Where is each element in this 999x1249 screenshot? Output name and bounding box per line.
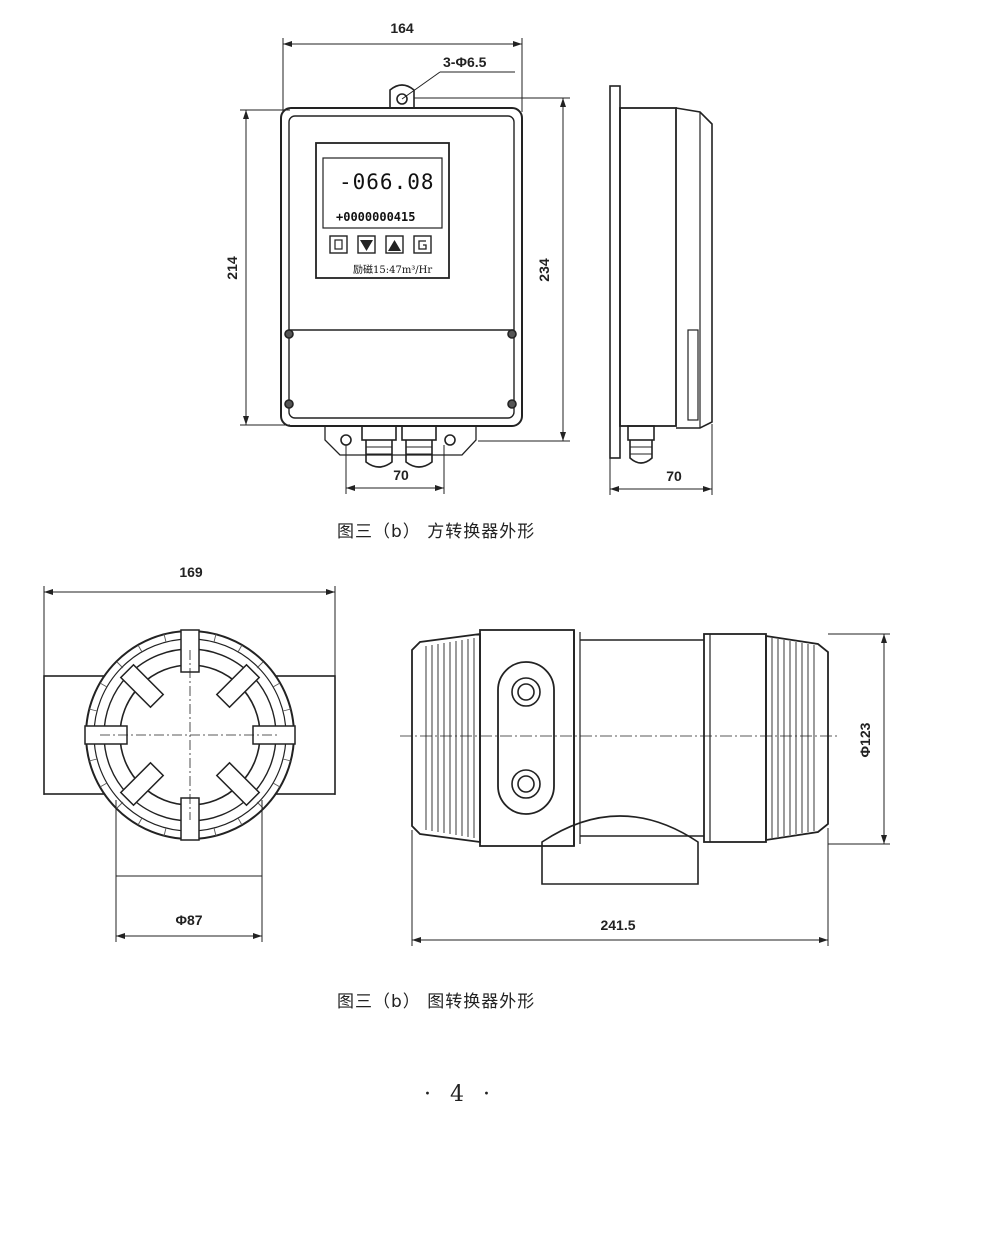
display-total-value: +0000000415 xyxy=(336,210,415,224)
dim-mounting-holes: 3-Φ6.5 xyxy=(443,54,487,70)
round-converter-end-view xyxy=(43,586,336,942)
dim-inner-height: 214 xyxy=(224,256,240,280)
dim-top-width: 164 xyxy=(390,20,414,36)
dim-side-depth: 70 xyxy=(666,468,682,484)
square-converter-side-view xyxy=(609,85,713,495)
round-converter-side-view xyxy=(400,629,890,946)
dim-total-length: 241.5 xyxy=(600,917,635,933)
dim-large-diameter: Φ123 xyxy=(857,722,873,757)
display-status-line: 励磁15:47m³/Hr xyxy=(353,263,432,276)
bottom-figure-caption: 图三（b） 图转换器外形 xyxy=(337,992,536,1012)
dim-bottom-gap: 70 xyxy=(393,467,409,483)
dim-end-width: 169 xyxy=(179,564,203,580)
square-converter-front-view xyxy=(240,38,570,494)
top-figure-caption: 图三（b） 方转换器外形 xyxy=(337,522,536,542)
dim-small-diameter: Φ87 xyxy=(175,912,202,928)
dim-outer-height: 234 xyxy=(536,258,552,282)
page-number: · 4 · xyxy=(424,1082,496,1107)
display-flow-value: -066.08 xyxy=(339,170,435,194)
